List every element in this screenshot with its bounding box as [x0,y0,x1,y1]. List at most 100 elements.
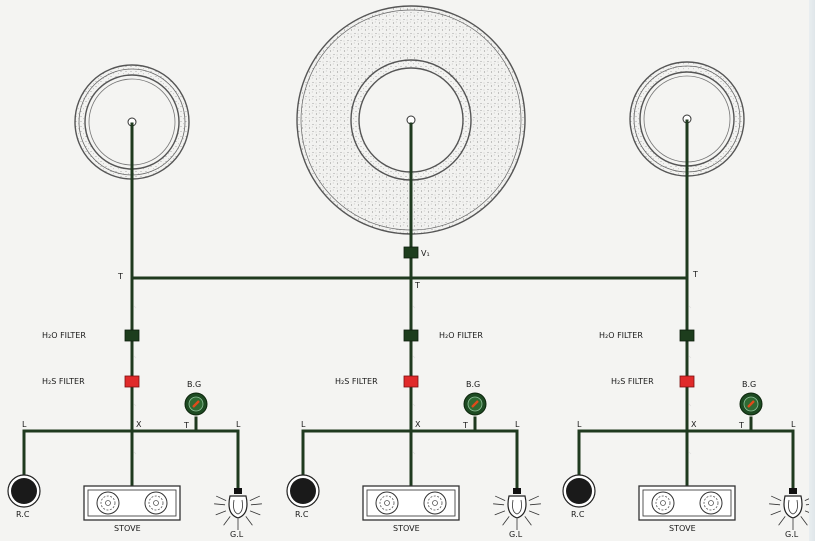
unit-right-elbow-label-left: L [577,420,582,429]
unit-left-pipe-tick [133,451,137,455]
unit-center-h2o-filter-icon [403,329,419,342]
unit-left-stove-burner-2-ring [148,495,164,511]
unit-left-gas-lamp-mantle [233,499,243,515]
tee-label-center: T [415,281,420,290]
unit-right-pipe-tick [688,451,692,455]
unit-right-gas-lamp-mantle [788,499,798,515]
unit-right-pipe-tick [688,403,692,407]
unit-left-gas-lamp-ray [215,495,227,501]
unit-right-gas-lamp-ray [800,516,808,526]
unit-center-gas-lamp-mantle [512,499,522,515]
unit-left-gas-lamp-ray [214,503,226,506]
unit-left-stove-burner-1 [96,491,120,515]
valve-v1-icon [403,246,419,259]
unit-right-gas-lamp-ray [778,516,786,526]
unit-right-elbow-label-right: L [791,420,796,429]
tee-label-left: T [118,272,123,281]
unit-right-h2o-filter-label: H₂O FILTER [599,331,643,340]
unit-center-gas-lamp-cap [513,488,521,494]
unit-left-pipe-tick [133,403,137,407]
unit-left-gas-lamp-icon [228,495,248,519]
unit-center-stove-burner-1-ring [379,495,395,511]
unit-center-gas-lamp-ray [528,495,540,501]
unit-right-cross-label: X [691,420,697,429]
unit-center-h2s-filter-icon [403,375,419,388]
unit-center-stove-burner-2-ring [427,495,443,511]
digester-right [629,61,745,177]
unit-right-stove-burner-1-ring [655,495,671,511]
unit-left-gas-lamp-ray [249,510,261,516]
unit-left-gas-lamp-ray [215,510,227,516]
unit-right-rice-cooker-body [566,478,592,504]
unit-center-stove-burner-1-center [384,500,390,506]
unit-center-gas-lamp-ray [494,495,506,501]
unit-center-pipe-tick [412,355,416,359]
unit-left-pipe-tick [133,355,137,359]
unit-left-tee-label: T [184,421,189,430]
unit-center-cross-label: X [415,420,421,429]
unit-right-stove-panel [642,489,732,517]
unit-right-h2s-filter-label: H₂S FILTER [611,377,654,386]
unit-left-stove-burner-1-ring [100,495,116,511]
unit-left-stove-burner-2 [144,491,168,515]
unit-center-elbow-label-right: L [515,420,520,429]
unit-center-gl-label: G.L [509,530,523,539]
unit-right-pipe-tick [688,355,692,359]
unit-right-stove-burner-2 [699,491,723,515]
valve-v1-label: V₁ [421,249,430,258]
unit-right-h2o-filter-icon [679,329,695,342]
unit-left-bg-label: B.G [187,380,202,389]
unit-left-pipe-tick [133,305,137,309]
unit-left-gas-lamp-ray [245,516,253,526]
unit-center-gas-lamp-ray [524,516,532,526]
unit-center-tee-label: T [463,421,468,430]
unit-right-gas-lamp-ray [770,510,782,516]
paper-edge [809,0,815,541]
unit-center-gas-lamp-ray [502,516,510,526]
unit-center-stove-burner-2-center [432,500,438,506]
unit-center-h2s-filter-label: H₂S FILTER [335,377,378,386]
unit-center-gas-lamp-ray [529,503,541,506]
unit-right-rc-label: R.C [571,510,585,519]
unit-center-rc-label: R.C [295,510,309,519]
unit-left-gas-lamp-ray [249,495,261,501]
unit-right-stove-burner-1-center [660,500,666,506]
unit-right-bg-label: B.G [742,380,757,389]
unit-left-gas-lamp-cap [234,488,242,494]
tee-label-right: T [693,270,698,279]
unit-right-gas-lamp-icon [783,495,803,519]
unit-right-tee-label: T [739,421,744,430]
unit-left-h2o-filter-icon [124,329,140,342]
unit-center-gas-lamp-ray [493,503,505,506]
unit-center-stove-label: STOVE [393,524,420,533]
unit-right-gas-lamp-ray [769,503,781,506]
unit-right-stove-label: STOVE [669,524,696,533]
unit-center-elbow-label-left: L [301,420,306,429]
unit-left-rice-cooker-body [11,478,37,504]
unit-center-stove-burner-1 [375,491,399,515]
unit-center-rice-cooker-body [290,478,316,504]
unit-left-h2o-filter-label: H₂O FILTER [42,331,86,340]
unit-right-gas-lamp-ray [770,495,782,501]
unit-center-bg-label: B.G [466,380,481,389]
unit-left-cross-label: X [136,420,142,429]
unit-left-elbow-label-right: L [236,420,241,429]
unit-left-rc-label: R.C [16,510,30,519]
unit-right-gl-label: G.L [785,530,799,539]
unit-left-stove-burner-1-center [105,500,111,506]
unit-center-h2o-filter-label: H₂O FILTER [439,331,483,340]
unit-left-stove-panel [87,489,177,517]
unit-center-gas-lamp-ray [494,510,506,516]
unit-center-gas-lamp-icon [507,495,527,519]
unit-center-gas-lamp-ray [528,510,540,516]
unit-left-elbow-label-left: L [22,420,27,429]
unit-left-bg-gauge-needle [192,400,200,408]
unit-center-stove-burner-2 [423,491,447,515]
unit-left-gl-label: G.L [230,530,244,539]
unit-right-gas-lamp-cap [789,488,797,494]
unit-right-bg-gauge-needle [747,400,755,408]
unit-right-pipe-tick [688,305,692,309]
unit-center-stove-panel [366,489,456,517]
